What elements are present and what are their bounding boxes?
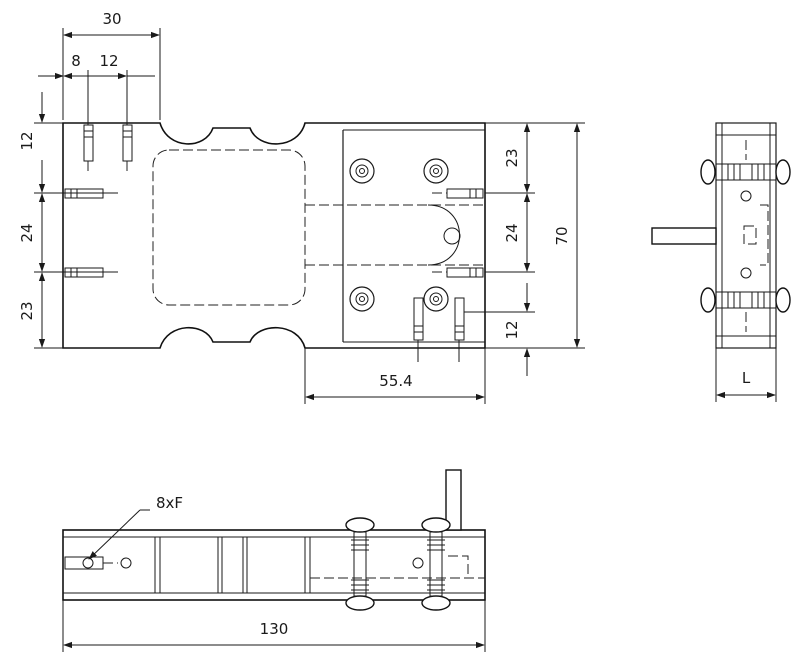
front-bolt-b	[421, 517, 451, 611]
cable-hole	[443, 227, 461, 245]
dim-mount-length: 55.4	[379, 372, 412, 390]
threaded-hole-bottom-a	[413, 297, 424, 341]
front-view: 8xF 130	[62, 469, 486, 652]
dim-side-width: L	[742, 369, 751, 387]
dim-right-bottom: 12	[503, 320, 521, 339]
dim-left-top: 12	[18, 131, 36, 150]
dim-hole-offset-a: 8	[71, 52, 81, 70]
threaded-hole-right-upper	[432, 188, 484, 199]
callout-holes: 8xF	[156, 494, 183, 512]
bolt-bottom-left	[349, 286, 375, 312]
front-cable	[445, 469, 462, 531]
side-bolt-lower-left	[700, 287, 716, 313]
top-view: 30 8 12 12 24 23 23 24	[18, 10, 585, 404]
bolt-top-left	[349, 158, 375, 184]
dim-left-bottom: 23	[18, 301, 36, 320]
threaded-hole-right-lower	[432, 267, 484, 278]
sensing-pocket	[152, 149, 306, 306]
bolt-top-right	[423, 158, 449, 184]
dim-overall-length: 130	[260, 620, 289, 638]
threaded-hole-bottom-b	[454, 297, 465, 341]
side-view: L	[651, 122, 791, 402]
bolt-bottom-right	[423, 286, 449, 312]
load-cell-outline	[62, 122, 486, 349]
dim-right-mid: 24	[503, 223, 521, 242]
side-bolt-lower-right	[775, 287, 791, 313]
side-bolt-upper-left	[700, 159, 716, 185]
dim-hole-offset-b: 12	[99, 52, 118, 70]
front-bolt-a	[345, 517, 375, 611]
side-cable	[651, 227, 717, 245]
dim-right-top: 23	[503, 148, 521, 167]
threaded-hole-top-b	[122, 124, 133, 172]
front-body	[62, 529, 486, 601]
threaded-hole-top-a	[83, 124, 94, 172]
dim-overall-height: 70	[553, 226, 571, 245]
front-hole-left	[82, 557, 94, 569]
dim-top-width: 30	[102, 10, 121, 28]
dim-left-mid: 24	[18, 223, 36, 242]
front-hole-right	[120, 557, 132, 569]
side-bolt-upper-right	[775, 159, 791, 185]
